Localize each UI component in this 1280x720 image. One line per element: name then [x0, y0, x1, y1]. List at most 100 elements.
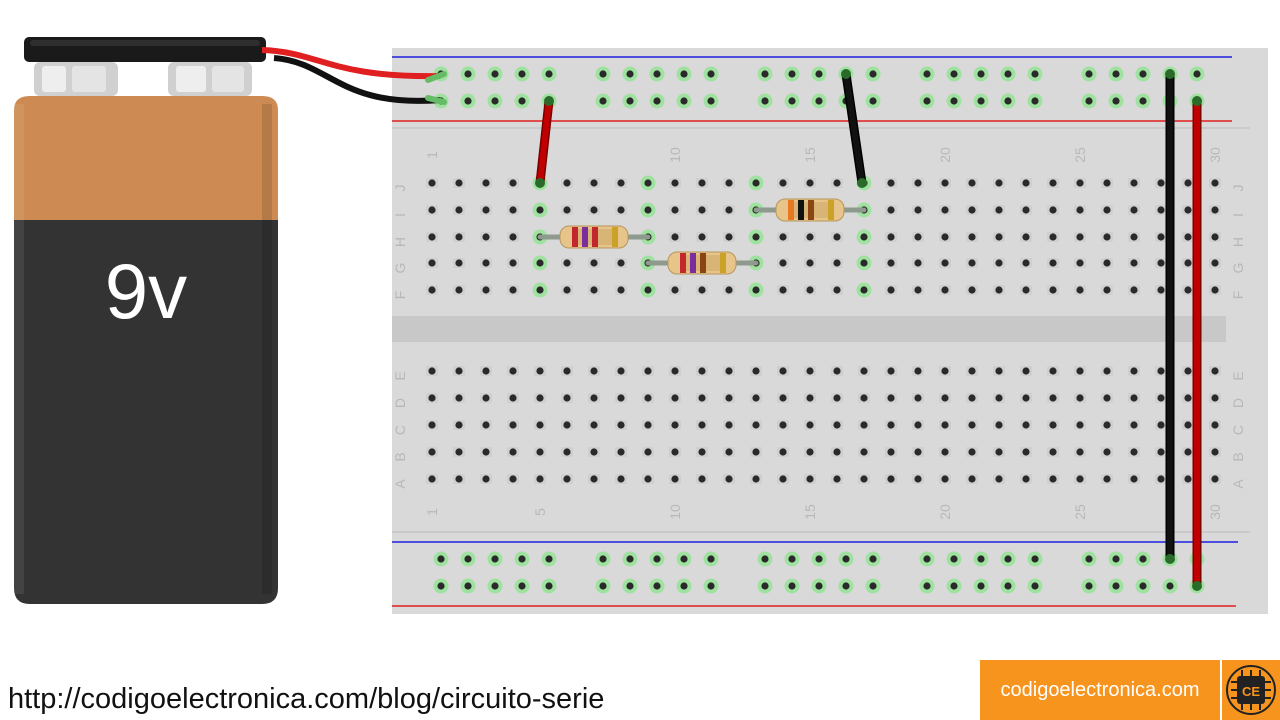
terminal-hole-pin: [914, 286, 922, 294]
rail-hole-pin: [842, 582, 850, 590]
terminal-hole-pin: [1103, 475, 1111, 483]
rail-hole-pin: [653, 70, 661, 78]
row-label: D: [392, 398, 408, 408]
terminal-hole-pin: [968, 475, 976, 483]
rail-hole-pin: [923, 70, 931, 78]
column-number: 15: [802, 504, 818, 520]
row-label: A: [392, 479, 408, 489]
terminal-hole-pin: [860, 233, 868, 241]
rail-hole-pin: [977, 97, 985, 105]
rail-hole-pin: [950, 582, 958, 590]
terminal-hole-pin: [1022, 286, 1030, 294]
terminal-hole-pin: [1211, 475, 1219, 483]
terminal-hole-pin: [941, 233, 949, 241]
brand-banner[interactable]: codigoelectronica.com: [980, 660, 1220, 720]
row-label: G: [392, 263, 408, 274]
terminal-hole-pin: [455, 286, 463, 294]
resistor-band: [828, 200, 834, 220]
rail-hole-pin: [545, 70, 553, 78]
row-label: G: [1230, 263, 1246, 274]
terminal-hole-pin: [725, 394, 733, 402]
rail-hole-pin: [1112, 582, 1120, 590]
terminal-hole-pin: [617, 448, 625, 456]
terminal-hole-pin: [887, 206, 895, 214]
terminal-hole-pin: [1184, 421, 1192, 429]
rail-hole-pin: [1112, 97, 1120, 105]
terminal-hole-pin: [860, 259, 868, 267]
terminal-hole-pin: [1049, 421, 1057, 429]
terminal-hole-pin: [860, 394, 868, 402]
red-rail-link-wire-end: [1192, 96, 1202, 106]
battery-body: [14, 220, 278, 604]
terminal-hole-pin: [455, 179, 463, 187]
terminal-hole-pin: [563, 448, 571, 456]
red-jumper-wire-top-end: [535, 178, 545, 188]
terminal-hole-pin: [860, 421, 868, 429]
terminal-hole-pin: [806, 367, 814, 375]
rail-hole-pin: [707, 97, 715, 105]
terminal-hole-pin: [1157, 206, 1165, 214]
battery-black-lead: [273, 55, 441, 104]
terminal-hole-pin: [644, 421, 652, 429]
column-number: 30: [1207, 504, 1223, 520]
terminal-hole-pin: [671, 206, 679, 214]
rail-hole-pin: [653, 582, 661, 590]
rail-hole-pin: [707, 555, 715, 563]
terminal-hole-pin: [428, 179, 436, 187]
terminal-hole-pin: [1211, 233, 1219, 241]
terminal-hole-pin: [1157, 286, 1165, 294]
rail-hole-pin: [950, 97, 958, 105]
rail-hole-pin: [788, 70, 796, 78]
terminal-hole-pin: [1211, 394, 1219, 402]
terminal-hole-pin: [509, 475, 517, 483]
terminal-hole-pin: [671, 286, 679, 294]
battery-terminal-negative: [34, 62, 118, 96]
terminal-hole-pin: [455, 206, 463, 214]
terminal-hole-pin: [779, 475, 787, 483]
terminal-hole-pin: [509, 179, 517, 187]
column-number: 5: [532, 508, 548, 516]
terminal-hole-pin: [1211, 367, 1219, 375]
terminal-hole-pin: [1049, 367, 1057, 375]
terminal-hole-pin: [887, 259, 895, 267]
terminal-hole-pin: [590, 367, 598, 375]
terminal-hole-pin: [1103, 394, 1111, 402]
row-label: E: [1230, 371, 1246, 380]
terminal-hole-pin: [833, 421, 841, 429]
terminal-hole-pin: [617, 421, 625, 429]
terminal-hole-pin: [860, 286, 868, 294]
terminal-hole-pin: [536, 206, 544, 214]
terminal-hole-pin: [1103, 259, 1111, 267]
terminal-hole-pin: [698, 421, 706, 429]
rail-hole-pin: [977, 70, 985, 78]
terminal-hole-pin: [455, 448, 463, 456]
terminal-hole-pin: [455, 421, 463, 429]
black-rail-link-wire-end: [1165, 69, 1175, 79]
source-url[interactable]: http://codigoelectronica.com/blog/circui…: [8, 683, 605, 715]
terminal-hole-pin: [671, 394, 679, 402]
rail-hole-pin: [1004, 582, 1012, 590]
terminal-hole-pin: [968, 259, 976, 267]
terminal-hole-pin: [509, 259, 517, 267]
rail-hole-pin: [950, 70, 958, 78]
terminal-hole-pin: [968, 206, 976, 214]
terminal-hole-pin: [806, 259, 814, 267]
terminal-hole-pin: [779, 394, 787, 402]
rail-hole-pin: [761, 97, 769, 105]
resistor-band: [700, 253, 706, 273]
terminal-hole-pin: [509, 394, 517, 402]
terminal-hole-pin: [1103, 448, 1111, 456]
battery-terminal-positive: [168, 62, 252, 96]
rail-hole-pin: [599, 555, 607, 563]
terminal-hole-pin: [536, 394, 544, 402]
resistor-r1: [537, 225, 651, 249]
rail-hole-pin: [788, 97, 796, 105]
rail-hole-pin: [1031, 555, 1039, 563]
rail-hole-pin: [653, 555, 661, 563]
terminal-hole-pin: [644, 367, 652, 375]
resistor-r2: [645, 251, 759, 275]
terminal-hole-pin: [1157, 475, 1165, 483]
terminal-hole-pin: [968, 233, 976, 241]
row-label: A: [1230, 479, 1246, 489]
resistor-r3: [753, 198, 867, 222]
